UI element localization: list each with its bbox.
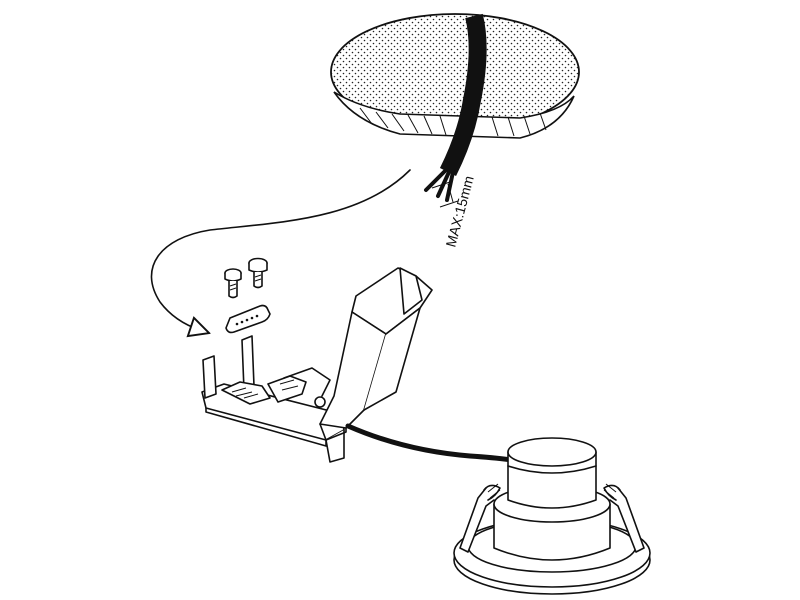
ceiling-panel bbox=[330, 13, 580, 139]
screw-left bbox=[224, 268, 242, 299]
strip-length-dimension: MAX:15mm bbox=[431, 174, 477, 249]
junction-box bbox=[201, 267, 433, 463]
downlight-fixture bbox=[453, 437, 651, 595]
terminal-clamp bbox=[225, 304, 271, 334]
connecting-cable bbox=[345, 423, 527, 465]
curved-arrow bbox=[150, 169, 411, 330]
ceiling-hatching bbox=[359, 107, 547, 137]
dimension-label: MAX:15mm bbox=[442, 174, 476, 249]
screw-right bbox=[248, 257, 268, 289]
